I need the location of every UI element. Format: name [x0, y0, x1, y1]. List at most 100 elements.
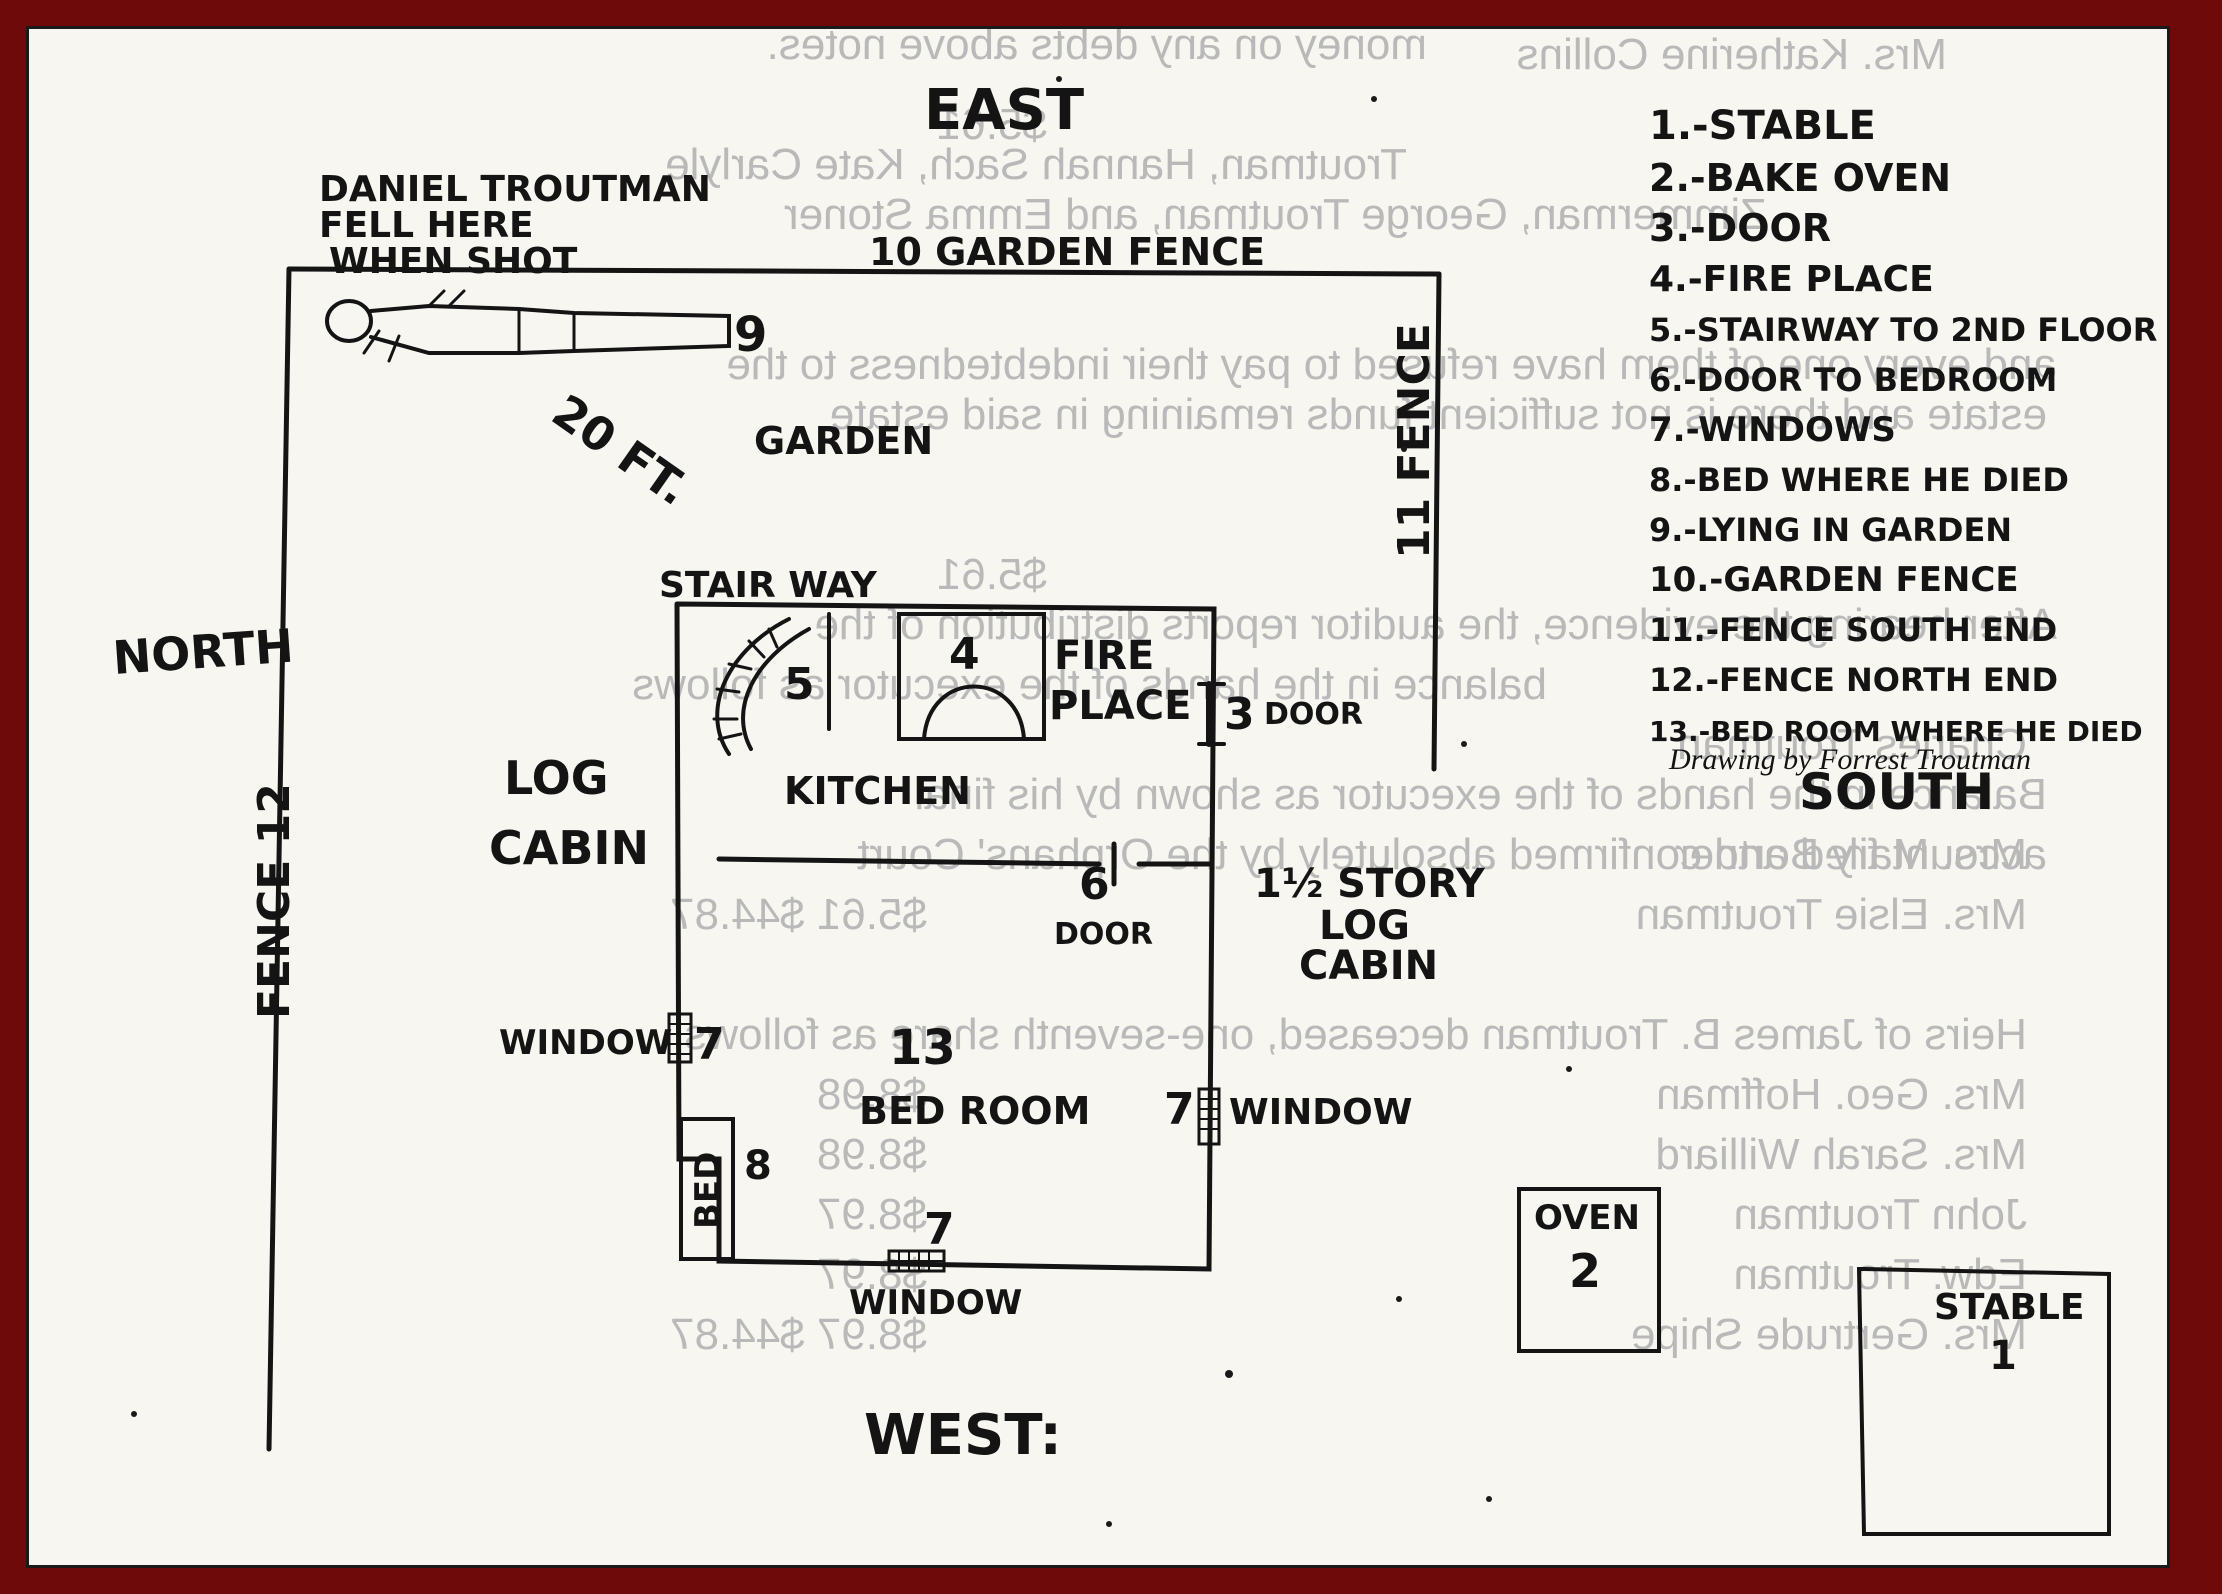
ghost-line: John Troutman: [1734, 1190, 2028, 1239]
bed: [679, 1117, 735, 1261]
ghost-line: Mrs. Mary Bortner: [1675, 830, 2027, 879]
label-num-5: 5: [784, 659, 815, 710]
kitchen-bedroom-wall: [716, 856, 1102, 867]
label-fire: FIRE: [1054, 633, 1154, 679]
ghost-line: account filed and confirmed absolutely b…: [857, 830, 2047, 879]
legend-credit: Drawing by Forrest Troutman: [1668, 743, 2031, 776]
ghost-line: $5.61: [937, 100, 1047, 149]
fence-lines: [266, 266, 1442, 1452]
legend-item: 10.-GARDEN FENCE: [1649, 560, 2019, 600]
label-story-line2: LOG: [1319, 903, 1410, 949]
ghost-line: $8.97 $44.87: [670, 1310, 927, 1359]
legend: 1.-STABLE 2.-BAKE OVEN 3.-DOOR 4.-FIRE P…: [1649, 103, 2157, 776]
label-fence-11: 11 FENCE: [1389, 323, 1440, 559]
compass-north: NORTH: [111, 618, 295, 684]
label-daniel-line1: DANIEL TROUTMAN: [319, 169, 711, 210]
compass-south: SOUTH: [1799, 763, 1994, 821]
label-num-6: 6: [1079, 859, 1110, 910]
label-story-line3: CABIN: [1299, 943, 1438, 989]
label-log: LOG: [504, 751, 609, 805]
legend-item: 2.-BAKE OVEN: [1649, 156, 1951, 200]
paper-specks: [131, 76, 1572, 1527]
stable-structure: [1856, 1267, 2111, 1536]
ghost-line: money on any debts above notes.: [767, 29, 1427, 69]
window-left-marker: [667, 1012, 693, 1064]
label-num-8: 8: [744, 1143, 772, 1189]
label-num-3: 3: [1224, 689, 1255, 740]
label-bedroom: BED ROOM: [859, 1089, 1090, 1133]
label-fence-12: FENCE 12: [249, 783, 300, 1019]
label-stable: STABLE: [1934, 1287, 2085, 1328]
ghost-line: balance in the hands of the executor as …: [632, 660, 1547, 709]
label-daniel-line3: WHEN SHOT: [329, 241, 578, 282]
door-3: [1197, 681, 1226, 747]
ghost-line: Heirs of James B. Troutman deceased, one…: [672, 1010, 2027, 1059]
ghost-line: and every one of them have refused to pa…: [726, 340, 2057, 389]
ghost-line: Mrs. Katherine Collins: [1517, 30, 1947, 79]
label-window-left: WINDOW: [499, 1023, 672, 1063]
legend-item: 5.-STAIRWAY TO 2ND FLOOR: [1649, 311, 2157, 349]
window-bottom-marker: [887, 1249, 946, 1273]
legend-item: 3.-DOOR: [1649, 206, 1831, 250]
label-bed: BED: [688, 1152, 728, 1229]
legend-item: 11.-FENCE SOUTH END: [1649, 611, 2057, 649]
ghost-line: Mrs. Geo. Hoffman: [1656, 1070, 2027, 1119]
label-num-7c: 7: [924, 1204, 955, 1255]
compass-west: WEST:: [864, 1403, 1062, 1468]
label-num-1: 1: [1989, 1333, 2017, 1379]
ghost-line: Mrs. Gertrude Shipe: [1631, 1310, 2027, 1359]
label-num-9: 9: [734, 307, 767, 363]
label-distance: 20 FT.: [543, 384, 700, 516]
label-garden-fence: 10 GARDEN FENCE: [869, 230, 1265, 274]
label-door-6: DOOR: [1054, 917, 1153, 952]
window-right-marker: [1197, 1087, 1221, 1146]
label-kitchen: KITCHEN: [784, 769, 971, 813]
label-num-7a: 7: [694, 1019, 725, 1070]
label-stairway: STAIR WAY: [659, 565, 878, 606]
label-story-line1: 1½ STORY: [1254, 861, 1486, 907]
label-place: PLACE: [1049, 683, 1191, 729]
legend-item: 13.-BED ROOM WHERE HE DIED: [1649, 715, 2143, 748]
ghost-line: Troutman, Hannah Sach, Kate Carlyle: [665, 140, 1407, 189]
label-num-4: 4: [949, 629, 980, 680]
legend-item: 8.-BED WHERE HE DIED: [1649, 461, 2069, 499]
garden-fence: [286, 266, 1442, 277]
ghost-line: $5.61: [937, 550, 1047, 599]
legend-item: 1.-STABLE: [1649, 103, 1876, 149]
legend-item: 6.-DOOR TO BEDROOM: [1649, 361, 2057, 399]
oven-structure: [1517, 1187, 1661, 1353]
stairway: [712, 612, 831, 756]
ghost-line: $5.61 $44.87: [670, 890, 927, 939]
label-num-7b: 7: [1164, 1084, 1195, 1135]
ghost-line: Edw. Troutman: [1734, 1250, 2027, 1299]
label-garden: GARDEN: [754, 419, 933, 463]
ghost-line: Balance in the hands of the executor as …: [915, 770, 2047, 819]
fallen-man-figure: [325, 289, 731, 363]
floor-plan-diagram: money on any debts above notes. Mrs. Kat…: [111, 29, 2157, 1536]
label-cabin: CABIN: [489, 821, 649, 875]
legend-item: 4.-FIRE PLACE: [1649, 259, 1934, 300]
ghost-line: $8.98: [817, 1070, 927, 1119]
ghost-line: $8.98: [817, 1130, 927, 1179]
label-num-13: 13: [889, 1020, 956, 1076]
legend-item: 12.-FENCE NORTH END: [1649, 661, 2058, 699]
ghost-line: $8.97: [817, 1190, 927, 1239]
label-window-bottom: WINDOW: [849, 1283, 1022, 1323]
south-fence: [1431, 271, 1442, 772]
label-oven: OVEN: [1534, 1198, 1640, 1238]
label-num-2: 2: [1569, 1244, 1601, 1298]
north-fence: [266, 266, 292, 1452]
ghost-line: Zimmerman, George Troutman, and Emma Sto…: [784, 190, 1767, 239]
ghost-line: Mrs. Elsie Troutman: [1636, 890, 2027, 939]
label-daniel-line2: FELL HERE: [319, 205, 534, 246]
fireplace: [897, 612, 1046, 741]
document-page: money on any debts above notes. Mrs. Kat…: [26, 26, 2170, 1568]
label-window-right: WINDOW: [1229, 1092, 1412, 1133]
bleed-through-text: money on any debts above notes. Mrs. Kat…: [632, 29, 2057, 1359]
legend-item: 7.-WINDOWS: [1649, 410, 1896, 450]
legend-item: 9.-LYING IN GARDEN: [1649, 511, 2012, 549]
compass-east: EAST: [924, 78, 1084, 143]
ghost-line: Mrs. Sarah Williard: [1655, 1130, 2027, 1179]
ghost-line: Charles Troutman: [1677, 720, 2027, 769]
